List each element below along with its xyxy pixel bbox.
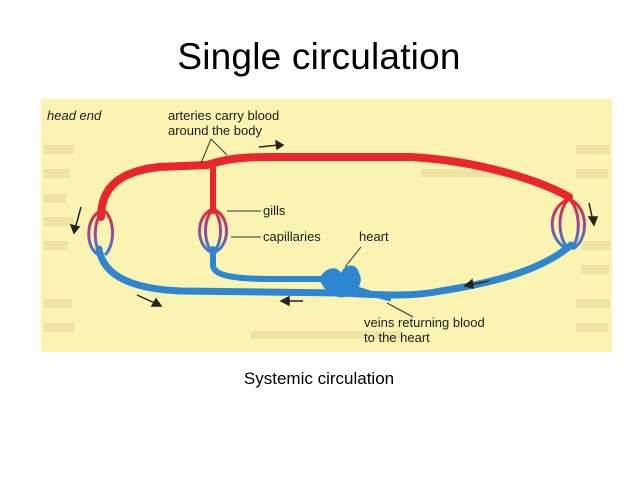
heart-to-vein-vessel xyxy=(356,286,392,302)
flow-arrow-head xyxy=(69,223,81,235)
label-arteries-line1: arteries carry blood xyxy=(168,108,279,123)
diagram-background xyxy=(41,99,612,352)
flow-arrow-head xyxy=(150,297,163,307)
vein-vessel xyxy=(95,241,575,299)
leader-lines xyxy=(200,138,414,318)
artery-vessel xyxy=(97,153,573,221)
flow-arrow-head xyxy=(463,278,474,289)
flow-arrow-head xyxy=(275,139,285,151)
flow-arrow-head xyxy=(587,216,599,227)
figure-caption: Systemic circulation xyxy=(243,369,395,388)
tail-capillary-bed xyxy=(550,197,586,251)
heart xyxy=(319,265,361,298)
background-text-texture xyxy=(44,145,611,339)
flow-arrow xyxy=(74,206,82,230)
flow-arrows xyxy=(69,139,599,307)
label-heart: heart xyxy=(359,229,389,244)
label-veins-line1: veins returning blood xyxy=(364,315,485,330)
slide-title: Single circulation xyxy=(177,36,461,77)
label-veins-line2: to the heart xyxy=(364,330,430,345)
circulation-diagram: head end arteries carry blood around the… xyxy=(41,99,612,352)
label-arteries-line2: around the body xyxy=(168,123,262,138)
head-capillary-bed xyxy=(87,209,114,257)
gill-to-heart-vessel xyxy=(210,246,326,282)
label-gills: gills xyxy=(263,203,286,218)
label-capillaries: capillaries xyxy=(263,229,321,244)
flow-arrow-head xyxy=(279,295,290,307)
flow-arrow xyxy=(258,144,280,148)
label-head-end: head end xyxy=(47,108,102,123)
gills-capillary-bed xyxy=(198,207,228,255)
